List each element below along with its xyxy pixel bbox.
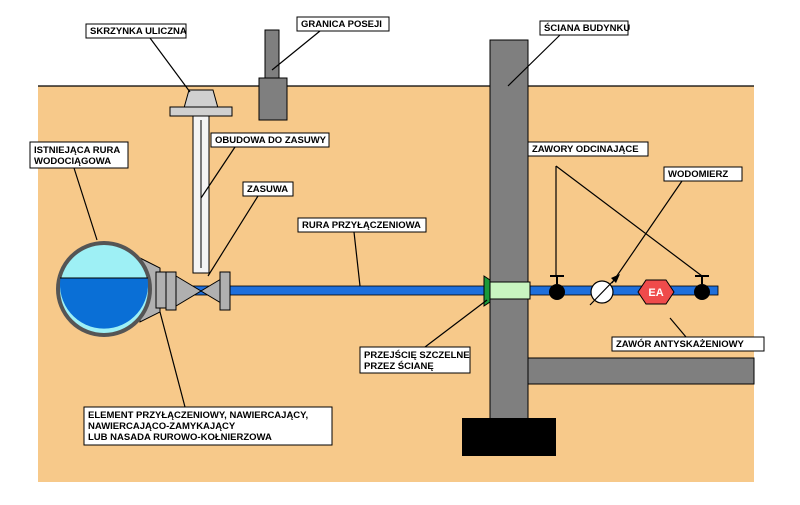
connection-pipe-label-box — [297, 217, 427, 233]
existing-main-label-2: WODOCIĄGOWA — [34, 156, 111, 167]
water-meter-leader — [611, 180, 683, 284]
gate-valve-label-box — [242, 181, 294, 197]
water-level — [60, 278, 149, 329]
gate-valve-body — [175, 275, 202, 307]
existing-main-label-box — [29, 141, 129, 169]
building-wall-label-box — [539, 20, 629, 36]
connection-element-leader — [159, 311, 186, 408]
backflow-valve-label: ZAWÓR ANTYSKAŻENIOWY — [616, 338, 745, 350]
property-boundary-base — [258, 77, 288, 121]
valve-housing-label: OBUDOWA DO ZASUWY — [215, 135, 327, 146]
floor-slab — [527, 357, 755, 385]
shutoff-valve-2 — [694, 284, 710, 300]
foundation-block — [462, 418, 556, 456]
property-boundary-label-box — [296, 16, 390, 32]
street-box-label-box — [85, 23, 187, 39]
backflow-valve-leader — [669, 317, 687, 338]
street-box-leader — [149, 37, 191, 93]
property-boundary-label: GRANICA POSEJI — [301, 19, 382, 30]
water-meter-label-box — [663, 166, 743, 182]
building-wall-label: ŚCIANA BUDYNKU — [544, 22, 630, 34]
saddle-flange — [155, 271, 167, 309]
water-meter-label: WODOMIERZ — [668, 169, 728, 180]
shutoff-valves-label: ZAWORY ODCINAJĄCE — [532, 144, 639, 155]
connection-element-label-1: ELEMENT PRZYŁĄCZENIOWY, NAWIERCAJĄCY, — [88, 410, 308, 421]
gate-valve-leader — [207, 195, 259, 277]
wall-seal-flange — [483, 275, 491, 307]
gate-valve-label: ZASUWA — [247, 184, 288, 195]
valve-housing-label-box — [210, 132, 330, 148]
connection-element-label-2: NAWIERCAJĄCO-ZAMYKAJĄCY — [88, 421, 236, 432]
backflow-valve-label-box — [611, 336, 765, 352]
street-box-flange — [169, 106, 233, 117]
connection-pipe-leader — [353, 231, 361, 287]
connection-pipe — [165, 285, 719, 296]
shutoff-valves-label-box — [527, 141, 649, 157]
building-wall-leader — [507, 34, 561, 87]
valve-housing-leader — [200, 146, 236, 199]
connection-pipe-label: RURA PRZYŁĄCZENIOWA — [302, 220, 421, 231]
shutoff-valve-1 — [549, 284, 565, 300]
wall-passage-leader — [424, 299, 488, 348]
property-boundary-post — [264, 29, 280, 81]
connection-element-label-3: LUB NASADA RUROWO-KOŁNIERZOWA — [88, 432, 272, 443]
wall-seal-sleeve — [487, 281, 531, 300]
backflow-valve-symbol: EA — [648, 287, 663, 299]
existing-main-leader — [73, 167, 98, 241]
wall-passage-label-box — [359, 346, 471, 374]
wall-passage-label-1: PRZEJŚCIĘ SZCZELNE — [364, 349, 470, 361]
gate-valve-flange-left — [165, 271, 177, 311]
existing-main-label-1: ISTNIEJĄCA RURA — [34, 145, 120, 156]
street-box-label: SKRZYNKA ULICZNA — [90, 26, 187, 37]
property-boundary-leader — [271, 30, 321, 71]
wall-passage-label-2: PRZEZ ŚCIANĘ — [364, 360, 434, 372]
shutoff-valves-leader-2 — [555, 165, 703, 277]
backflow-valve — [637, 279, 675, 305]
street-box — [183, 89, 219, 109]
connection-element-label-box — [83, 406, 333, 446]
gate-valve-flange-right — [219, 271, 231, 311]
building-wall — [489, 39, 529, 421]
